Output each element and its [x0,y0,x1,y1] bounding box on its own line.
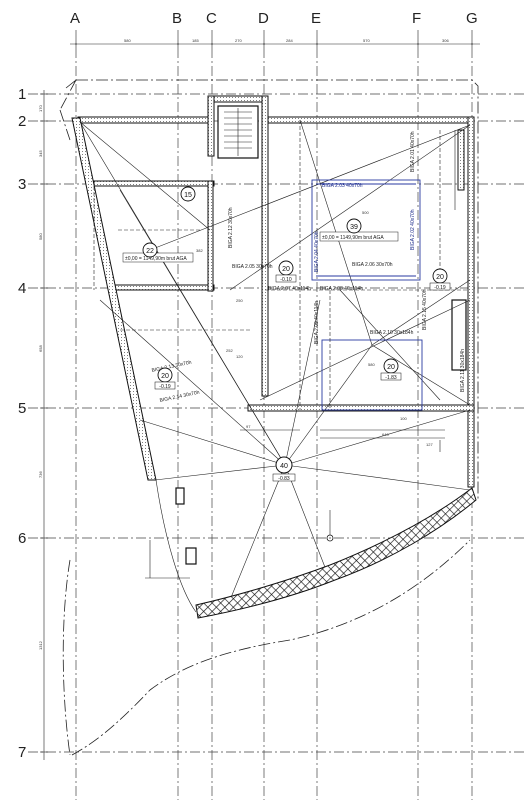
level-tag-number: 39 [350,224,358,231]
beam-label-2-04: BIGA 2.04 40x70h [314,231,320,272]
dim-note-1: 500 [362,210,369,215]
beam-label-2-07: BIGA 2.07 40x114h [268,286,311,292]
beam-label-2-01: BIGA 2.01 40x70h [410,131,416,172]
row-label-3: 3 [18,176,26,193]
beam-label-2-05: BIGA 2.05 30x70h [232,264,273,270]
beam-label-2-12: BIGA 2.12 30x70h [228,207,234,248]
row-axis-labels: 1 2 3 4 5 6 7 [18,86,26,761]
level-tag-value: -0.10 [280,277,292,283]
dim-note-7: 100 [400,416,407,421]
left-dim-1: 170 [38,105,43,112]
level-tag: 40 -0.83 [272,456,296,482]
top-dim-6: 306 [442,38,449,43]
beam-label-2-10: BIGA 2.10 30x184h [370,330,414,336]
level-tag-number: 20 [161,373,169,380]
lower-details [145,487,334,579]
beam-label-2-13: BIGA 2.13 30x70h [151,360,192,374]
top-dimension-chain: 580 185 270 284 570 306 [70,38,480,48]
row-label-4: 4 [18,280,26,297]
beam-label-2-02: BIGA 2.02 40x70h [410,209,416,250]
left-dimension-chain: 170 345 580 658 736 1312 [38,90,48,760]
beam-labels: BIGA 2.03 40x70h BIGA 2.04 40x70h BIGA 2… [151,131,466,404]
dim-note-10: 97 [246,424,251,429]
dim-note-8: 127 [426,442,433,447]
beam-label-2-14: BIGA 2.14 30x70h [159,390,200,404]
ground-hatch [195,487,477,619]
left-dim-3: 580 [38,233,43,240]
column-label-b: B [172,10,182,27]
column-label-c: C [206,10,217,27]
opening-frame [311,179,423,411]
inner-dimension-lines [240,130,456,452]
terrain-edge [155,479,197,613]
row-label-5: 5 [18,400,26,417]
site-boundary-west [59,109,71,756]
level-tag-number: 15 [184,192,192,199]
level-tag-number: 40 [280,463,288,470]
reference-note-1: ±0,00 = 1149,90m brut AGA [125,256,187,262]
beam-label-2-06: BIGA 2.06 30x70h [352,262,393,268]
column-label-a: A [70,10,80,27]
level-tag: 22 [142,242,158,258]
level-tag-value: -0.19 [159,384,171,390]
beam-label-2-11: BIGA 2.11 30x184h [460,349,466,392]
column-label-e: E [311,10,321,27]
column-label-f: F [412,10,421,27]
left-dim-4: 658 [38,345,43,352]
row-label-7: 7 [18,744,26,761]
top-dim-4: 284 [286,38,293,43]
level-tag-number: 22 [146,248,154,255]
level-tag: 39 [346,218,362,234]
row-label-6: 6 [18,530,26,547]
level-tag: 20 -0.19 [429,268,451,291]
top-dim-2: 185 [192,38,199,43]
dim-note-4: 382 [196,248,203,253]
reference-notes: ±0,00 = 1149,90m brut AGA ±0,00 = 1149,9… [122,231,399,263]
dim-note-3: 120 [236,354,243,359]
level-tag-value: -0.83 [278,476,290,482]
level-tag-number: 20 [282,266,290,273]
level-tag: 15 [180,186,196,202]
column-axis-labels: A B C D E F G [70,10,478,27]
dimension-notes: 500 250 120 382 640 580 100 127 252 97 [196,210,433,447]
beam-label-2-03: BIGA 2.03 40x70h [322,183,363,189]
level-tag-number: 20 [436,274,444,281]
left-dim-6: 1312 [38,640,43,650]
row-label-1: 1 [18,86,26,103]
beam-label-2-15: BIGA 2.15 40x70h [422,289,428,330]
level-tag: 20 -0.10 [275,260,297,283]
dim-note-2: 250 [236,298,243,303]
dim-note-5: 640 [382,432,389,437]
level-tag-value: -0.19 [434,285,446,291]
beam-label-2-08: BIGA 2.08 40x114h [320,286,363,292]
top-dim-5: 570 [363,38,370,43]
beam-label-2-09: BIGA 2.09 40x114h [314,301,320,344]
dim-note-6: 580 [368,362,375,367]
top-dim-3: 270 [235,38,242,43]
stair [224,108,252,156]
column-label-d: D [258,10,269,27]
top-dim-1: 580 [124,38,131,43]
level-tag-value: -1.83 [385,375,397,381]
level-tag-number: 20 [387,364,395,371]
reference-note-2: ±0,00 = 1149,90m brut AGA [322,235,384,241]
column-label-g: G [466,10,478,27]
level-tag: 20 -0.19 [154,367,176,390]
row-label-2: 2 [18,113,26,130]
dim-note-9: 252 [226,348,233,353]
left-dim-5: 736 [38,471,43,478]
site-boundary [59,79,479,756]
left-dim-2: 345 [38,150,43,157]
level-tag: 20 -1.83 [380,358,402,381]
